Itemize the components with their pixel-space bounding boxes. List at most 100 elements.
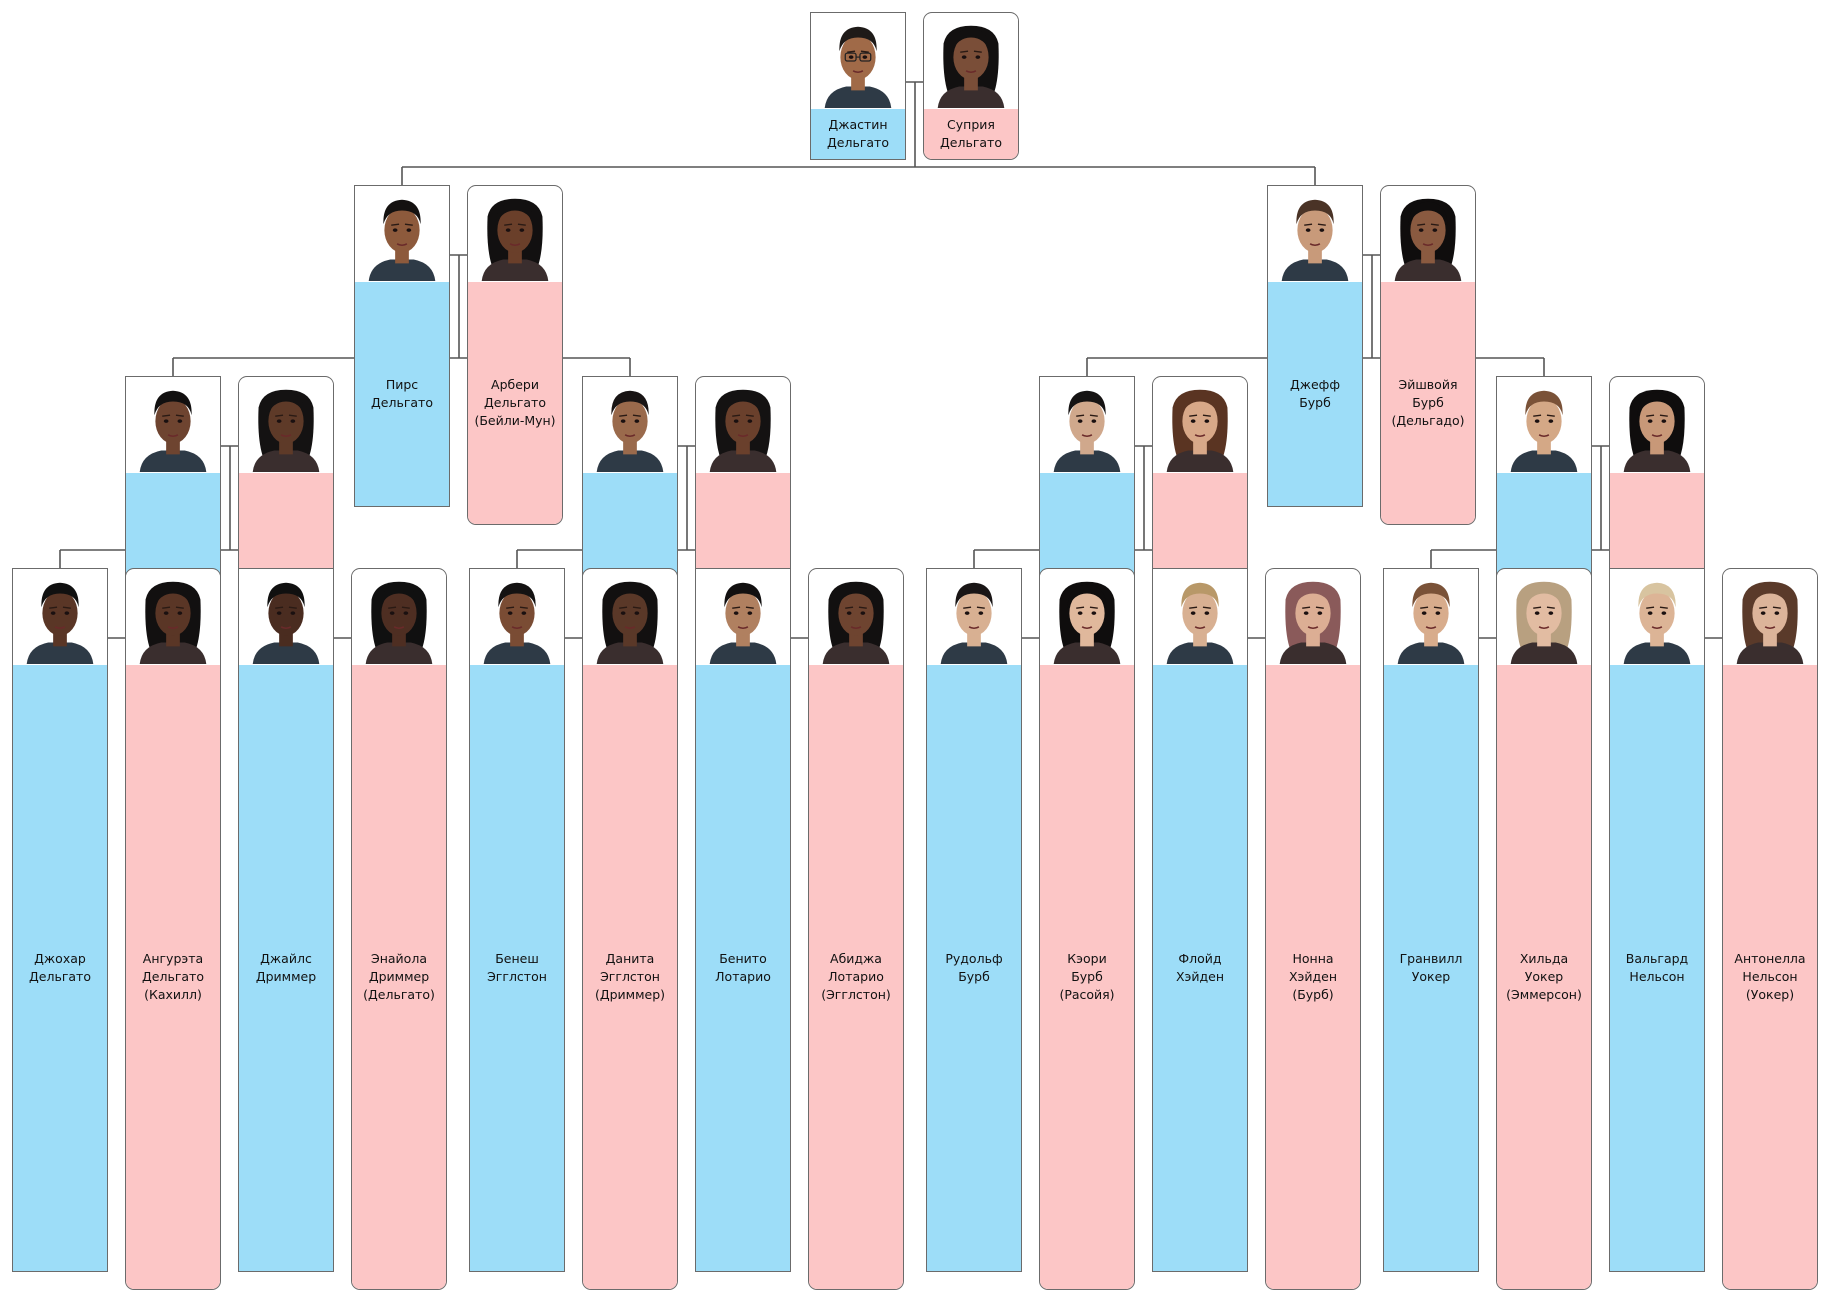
name-label: Эйшвойя Бурб (Дельгадо): [1381, 282, 1475, 524]
person-card-anguretta[interactable]: Ангурэта Дельгато (Кахилл): [125, 568, 221, 1290]
name-label: Бенеш Эгглстон: [470, 665, 564, 1271]
jeivira-portrait-icon: [1610, 378, 1704, 472]
billis-portrait-icon: [239, 378, 333, 472]
keori-portrait-icon: [1040, 570, 1134, 664]
name-label: Нонна Хэйден (Бурб): [1266, 665, 1360, 1289]
person-name: Бенито Лотарио: [715, 951, 771, 984]
ganter-portrait-icon: [1040, 378, 1134, 472]
portrait: [13, 569, 107, 665]
person-card-jeff[interactable]: Джефф Бурб: [1267, 185, 1363, 507]
person-name: Суприя Дельгато: [940, 117, 1002, 150]
person-card-antonella[interactable]: Антонелла Нельсон (Уокер): [1722, 568, 1818, 1290]
person-name: Пирс Дельгато: [371, 377, 433, 410]
name-label: Арбери Дельгато (Бейли-Мун): [468, 282, 562, 524]
name-label: Данита Эгглстон (Дриммер): [583, 665, 677, 1289]
portrait: [696, 569, 790, 665]
person-card-nonna[interactable]: Нонна Хэйден (Бурб): [1265, 568, 1361, 1290]
person-card-abidja[interactable]: Абиджа Лотарио (Эгглстон): [808, 568, 904, 1290]
name-label: Абиджа Лотарио (Эгглстон): [809, 665, 903, 1289]
portrait: [468, 186, 562, 282]
portrait: [1497, 569, 1591, 665]
portrait: [355, 186, 449, 282]
name-label: Пирс Дельгато: [355, 282, 449, 506]
person-name: Флойд Хэйден: [1175, 951, 1225, 984]
name-label: Гранвилл Уокер: [1384, 665, 1478, 1271]
person-card-benesh[interactable]: Бенеш Эгглстон: [469, 568, 565, 1272]
pierce-portrait-icon: [355, 187, 449, 281]
portrait: [1268, 186, 1362, 282]
floid-portrait-icon: [1153, 570, 1247, 664]
portrait: [811, 13, 905, 109]
person-name: Кэори Бурб (Расойя): [1059, 951, 1115, 1002]
person-card-jayles[interactable]: Джайлс Дриммер: [238, 568, 334, 1272]
name-label: Антонелла Нельсон (Уокер): [1723, 665, 1817, 1289]
arvid-portrait-icon: [126, 378, 220, 472]
eishvoya-portrait-icon: [1381, 187, 1475, 281]
person-name: Вальгард Нельсон: [1625, 951, 1689, 984]
person-card-floid[interactable]: Флойд Хэйден: [1152, 568, 1248, 1272]
person-card-eishvoya[interactable]: Эйшвойя Бурб (Дельгадо): [1380, 185, 1476, 525]
person-card-supriya[interactable]: Суприя Дельгато: [923, 12, 1019, 160]
name-label: Энайола Дриммер (Дельгато): [352, 665, 446, 1289]
portrait: [809, 569, 903, 665]
johar-portrait-icon: [13, 570, 107, 664]
abidja-portrait-icon: [809, 570, 903, 664]
person-name: Гранвилл Уокер: [1399, 951, 1463, 984]
portrait: [696, 377, 790, 473]
person-card-johar[interactable]: Джохар Дельгато: [12, 568, 108, 1272]
antonella-portrait-icon: [1723, 570, 1817, 664]
jayles-portrait-icon: [239, 570, 333, 664]
rudolf-portrait-icon: [927, 570, 1021, 664]
portrait: [1153, 377, 1247, 473]
portrait: [1723, 569, 1817, 665]
granvill-portrait-icon: [1384, 570, 1478, 664]
portrait: [1497, 377, 1591, 473]
person-name: Джайлс Дриммер: [255, 951, 317, 984]
person-card-benito[interactable]: Бенито Лотарио: [695, 568, 791, 1272]
portrait: [126, 569, 220, 665]
person-card-danita[interactable]: Данита Эгглстон (Дриммер): [582, 568, 678, 1290]
anguretta-portrait-icon: [126, 570, 220, 664]
danita-portrait-icon: [583, 570, 677, 664]
person-card-enaiola[interactable]: Энайола Дриммер (Дельгато): [351, 568, 447, 1290]
ai-portrait-icon: [1153, 378, 1247, 472]
person-name: Джастин Дельгато: [827, 117, 889, 150]
name-label: Ангурэта Дельгато (Кахилл): [126, 665, 220, 1289]
portrait: [470, 569, 564, 665]
portrait: [924, 13, 1018, 109]
benito-portrait-icon: [696, 570, 790, 664]
person-name: Рудольф Бурб: [945, 951, 1003, 984]
name-label: Бенито Лотарио: [696, 665, 790, 1271]
person-name: Арбери Дельгато (Бейли-Мун): [474, 377, 556, 428]
portrait: [1040, 377, 1134, 473]
enaiola-portrait-icon: [352, 570, 446, 664]
person-card-rudolf[interactable]: Рудольф Бурб: [926, 568, 1022, 1272]
name-label: Джефф Бурб: [1268, 282, 1362, 506]
name-label: Кэори Бурб (Расойя): [1040, 665, 1134, 1289]
portrait: [583, 569, 677, 665]
benesh-portrait-icon: [470, 570, 564, 664]
person-card-arberi[interactable]: Арбери Дельгато (Бейли-Мун): [467, 185, 563, 525]
person-name: Эйшвойя Бурб (Дельгадо): [1391, 377, 1465, 428]
person-card-hilda[interactable]: Хильда Уокер (Эммерсон): [1496, 568, 1592, 1290]
chinaza-portrait-icon: [696, 378, 790, 472]
name-label: Хильда Уокер (Эммерсон): [1497, 665, 1591, 1289]
portrait: [927, 569, 1021, 665]
person-card-keori[interactable]: Кэори Бурб (Расойя): [1039, 568, 1135, 1290]
name-label: Джайлс Дриммер: [239, 665, 333, 1271]
person-card-valgard[interactable]: Вальгард Нельсон: [1609, 568, 1705, 1272]
martin-portrait-icon: [1497, 378, 1591, 472]
person-card-justin[interactable]: Джастин Дельгато: [810, 12, 906, 160]
portrait: [352, 569, 446, 665]
nonna-portrait-icon: [1266, 570, 1360, 664]
portrait: [1153, 569, 1247, 665]
justin-portrait-icon: [811, 14, 905, 108]
person-card-pierce[interactable]: Пирс Дельгато: [354, 185, 450, 507]
arberi-portrait-icon: [468, 187, 562, 281]
name-label: Джохар Дельгато: [13, 665, 107, 1271]
person-name: Ангурэта Дельгато (Кахилл): [142, 951, 204, 1002]
person-name: Хильда Уокер (Эммерсон): [1506, 951, 1582, 1002]
person-name: Антонелла Нельсон (Уокер): [1734, 951, 1806, 1002]
person-card-granvill[interactable]: Гранвилл Уокер: [1383, 568, 1479, 1272]
